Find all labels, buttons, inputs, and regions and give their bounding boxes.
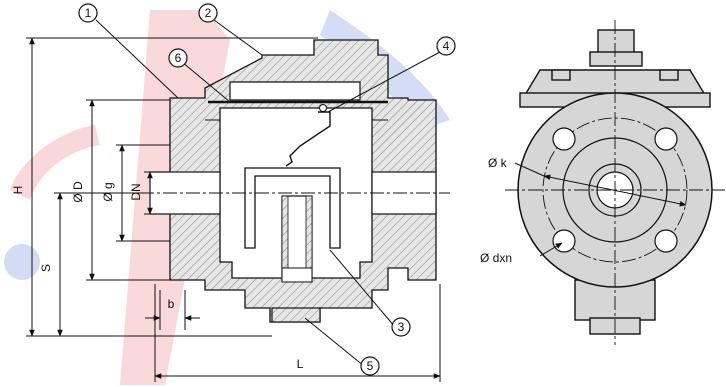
bolt-hole bbox=[654, 229, 678, 253]
drain-plug bbox=[271, 307, 321, 323]
bolt-hole bbox=[552, 127, 576, 151]
dim-label-D: Ø D bbox=[71, 181, 85, 203]
callout-number: 4 bbox=[443, 39, 450, 53]
callout-number: 5 bbox=[367, 359, 374, 373]
bolt-hole bbox=[654, 127, 678, 151]
cover-bolt bbox=[659, 69, 679, 81]
callout-6: 6 bbox=[168, 48, 188, 68]
callout-number: 2 bbox=[205, 6, 212, 20]
dim-label-k: Ø k bbox=[488, 156, 508, 170]
callout-number: 3 bbox=[398, 320, 405, 334]
standpipe-wall-right bbox=[305, 195, 313, 279]
valve-seat bbox=[319, 104, 327, 112]
inverted-bucket bbox=[244, 167, 341, 249]
bolt-hole bbox=[552, 229, 576, 253]
side-view bbox=[505, 20, 725, 345]
section-view bbox=[140, 39, 450, 323]
callout-number: 6 bbox=[175, 51, 182, 65]
dim-label-L: L bbox=[297, 357, 304, 371]
dim-label-dxn: Ø dxn bbox=[480, 251, 512, 265]
cover-bolt bbox=[551, 69, 571, 81]
callout-1: 1 bbox=[78, 3, 98, 23]
callout-leaders bbox=[95, 19, 441, 367]
dimension-lines bbox=[26, 37, 441, 382]
dim-label-S: S bbox=[39, 264, 53, 272]
callout-number: 1 bbox=[85, 6, 92, 20]
dim-label-b: b bbox=[168, 297, 175, 311]
strainer bbox=[281, 267, 313, 283]
dim-label-H: H bbox=[11, 186, 25, 195]
callout-3: 3 bbox=[391, 317, 411, 337]
callout-2: 2 bbox=[198, 3, 218, 23]
callout-4: 4 bbox=[436, 36, 456, 56]
dim-label-g: Ø g bbox=[101, 182, 115, 201]
watermark-blue-circle bbox=[4, 244, 40, 280]
lever-mechanism bbox=[285, 111, 331, 167]
cap-cavity bbox=[229, 81, 361, 101]
dim-label-DN: DN bbox=[129, 183, 143, 200]
bolt-circle bbox=[542, 117, 688, 263]
standpipe-wall-left bbox=[281, 195, 289, 279]
callout-5: 5 bbox=[360, 356, 380, 376]
